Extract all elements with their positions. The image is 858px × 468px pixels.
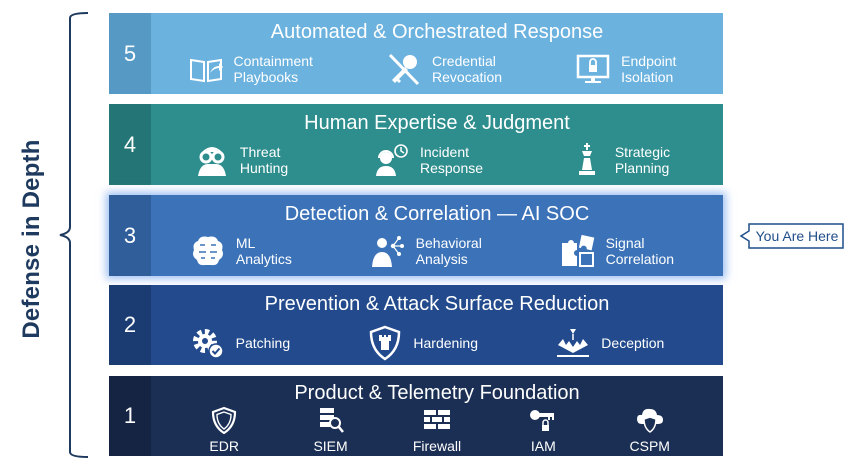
item-label: Credential Revocation xyxy=(432,53,503,85)
monitor-lock-icon xyxy=(576,54,610,83)
key-lock-icon xyxy=(530,410,555,431)
layer-item: Patching xyxy=(190,325,290,361)
item-label: Patching xyxy=(235,335,291,351)
layer-4: 4 Human Expertise & Judgment Threat Hunt… xyxy=(109,104,723,185)
layer-number: 5 xyxy=(109,13,151,94)
layer-title: Prevention & Attack Surface Reduction xyxy=(264,293,610,315)
item-label: Behavioral Analysis xyxy=(415,235,482,267)
puzzle-icon xyxy=(561,234,594,267)
item-label: CSPM xyxy=(629,438,670,454)
layer-item: Behavioral Analysis xyxy=(370,233,482,269)
item-label: Firewall xyxy=(412,438,462,454)
side-title: Defense in Depth xyxy=(18,139,45,339)
layer-item: Credential Revocation xyxy=(386,51,502,87)
bracket xyxy=(59,12,89,458)
layer-item: Deception xyxy=(555,325,664,361)
layer-number: 3 xyxy=(109,195,151,276)
layer-5: 5 Automated & Orchestrated Response Cont… xyxy=(109,13,723,94)
you-are-here-label: You Are Here xyxy=(755,228,839,244)
layer-item: Threat Hunting xyxy=(194,142,288,178)
layer-item: Containment Playbooks xyxy=(188,51,313,87)
item-label: Signal Correlation xyxy=(605,235,675,267)
layer-item: Signal Correlation xyxy=(560,233,674,269)
server-search-icon xyxy=(319,408,344,433)
layer-3: 3 Detection & Correlation — AI SOC ML An… xyxy=(109,195,723,276)
item-label: Endpoint Isolation xyxy=(621,53,677,85)
layer-item: Hardening xyxy=(367,325,478,361)
layer-item: ML Analytics xyxy=(190,233,292,269)
item-label: EDR xyxy=(209,438,239,454)
binoculars-person-icon xyxy=(197,147,226,176)
layer-title: Detection & Correlation — AI SOC xyxy=(284,203,590,225)
item-label: Incident Response xyxy=(419,144,484,176)
layer-1: 1 Product & Telemetry Foundation EDR SIE… xyxy=(109,376,723,456)
layer-item: EDR xyxy=(184,406,264,454)
cloud-shield-icon xyxy=(636,408,663,433)
layer-number: 1 xyxy=(109,376,151,456)
crossed-key-icon xyxy=(388,53,420,86)
brick-wall-icon xyxy=(423,410,450,429)
layer-item: IAM xyxy=(503,406,583,454)
layer-title: Human Expertise & Judgment xyxy=(304,112,570,134)
item-label: Containment Playbooks xyxy=(233,53,313,85)
item-label: SIEM xyxy=(313,438,348,454)
gear-check-icon xyxy=(192,329,224,359)
item-label: Threat Hunting xyxy=(239,144,289,176)
layer-item: Firewall xyxy=(397,406,477,454)
layer-item: CSPM xyxy=(610,406,690,454)
layer-item: Strategic Planning xyxy=(569,142,670,178)
you-are-here-callout xyxy=(739,223,844,249)
trap-icon xyxy=(557,329,590,357)
chess-king-icon xyxy=(578,143,595,175)
person-network-icon xyxy=(371,236,404,267)
open-book-share-icon xyxy=(189,58,223,83)
brain-circuit-icon xyxy=(192,236,223,266)
layer-title: Product & Telemetry Foundation xyxy=(294,382,580,404)
shield-tower-icon xyxy=(370,325,401,361)
item-label: Hardening xyxy=(413,335,479,351)
item-label: Strategic Planning xyxy=(614,144,671,176)
layer-item: SIEM xyxy=(291,406,371,454)
layer-number: 2 xyxy=(109,285,151,365)
layer-item: Incident Response xyxy=(374,142,483,178)
headset-clock-icon xyxy=(375,144,408,176)
layer-item: Endpoint Isolation xyxy=(575,51,676,87)
layer-2: 2 Prevention & Attack Surface Reduction … xyxy=(109,285,723,365)
item-label: Deception xyxy=(601,335,665,351)
item-label: IAM xyxy=(530,438,556,454)
shield-icon xyxy=(212,406,237,434)
item-label: ML Analytics xyxy=(235,235,292,267)
layer-number: 4 xyxy=(109,104,151,185)
layer-title: Automated & Orchestrated Response xyxy=(270,21,604,43)
